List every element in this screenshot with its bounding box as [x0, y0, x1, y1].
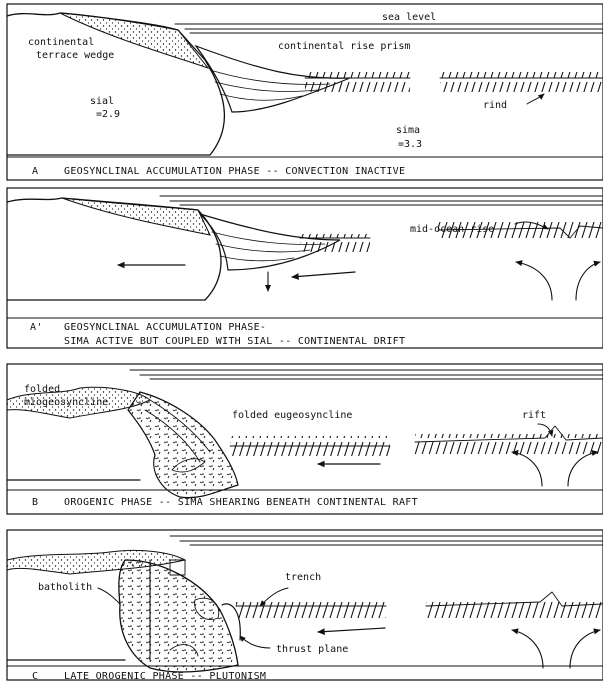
miogeosyncline-label: miogeosyncline	[24, 397, 108, 408]
eugeosyncline-body	[128, 392, 238, 498]
sea-surface-lines	[175, 24, 603, 33]
panel-c-caption: LATE OROGENIC PHASE -- PLUTONISM	[64, 671, 266, 682]
ocean-crust-hatch-2	[440, 72, 603, 92]
convection-arrow-left	[516, 262, 552, 300]
sima-label: sima	[396, 125, 420, 136]
panel-a-prime: mid-ocean rise A' GEOSYNCLINAL ACCUMULAT…	[7, 188, 603, 348]
thrust-arrow	[318, 628, 385, 632]
sial-label: sial	[90, 96, 114, 107]
terrace-label-line2: terrace wedge	[36, 50, 114, 61]
panel-a-caption: GEOSYNCLINAL ACCUMULATION PHASE -- CONVE…	[64, 166, 405, 177]
panel-a-prime-caption-line2: SIMA ACTIVE BUT COUPLED WITH SIAL -- CON…	[64, 336, 405, 347]
batholith	[119, 560, 238, 672]
ocean-crust-hatch-1	[305, 72, 410, 92]
rift-label: rift	[522, 410, 546, 421]
thrust-plane-label: thrust plane	[276, 644, 348, 655]
batholith-pointer	[98, 588, 120, 604]
panel-c: batholith trench thrust plane C LATE ORO…	[7, 530, 603, 682]
convection-arrow-right	[576, 262, 600, 300]
panel-a-prime-caption-line1: GEOSYNCLINAL ACCUMULATION PHASE-	[64, 322, 266, 333]
batholith-label: batholith	[38, 582, 92, 593]
eugeosyncline-label: folded eugeosyncline	[232, 410, 352, 421]
panel-b-letter: B	[32, 497, 38, 508]
panel-b-caption: OROGENIC PHASE -- SIMA SHEARING BENEATH …	[64, 497, 418, 508]
thrust-plane-pointer	[240, 636, 270, 648]
folded-label: folded	[24, 384, 60, 395]
trench-label: trench	[285, 572, 321, 583]
panel-b: folded miogeosyncline folded eugeosyncli…	[7, 364, 603, 514]
panel-a-prime-letter: A'	[30, 322, 43, 333]
rind-label: rind	[483, 100, 507, 111]
rind-arrow	[527, 94, 544, 104]
sial-density: =2.9	[96, 109, 120, 120]
panel-a-letter: A	[32, 166, 38, 177]
terrace-label-line1: continental	[28, 37, 94, 48]
drift-arrow-2	[292, 272, 355, 277]
panel-a: sea level continental terrace wedge cont…	[7, 4, 603, 180]
sima-density: =3.3	[398, 139, 422, 150]
rise-prism-label: continental rise prism	[278, 41, 410, 52]
panel-c-letter: C	[32, 671, 38, 682]
mid-ocean-rise-label: mid-ocean rise	[410, 224, 494, 235]
sea-surface-lines	[160, 196, 603, 205]
sea-level-label: sea level	[382, 12, 436, 23]
terrace-wedge-fill	[62, 198, 210, 235]
